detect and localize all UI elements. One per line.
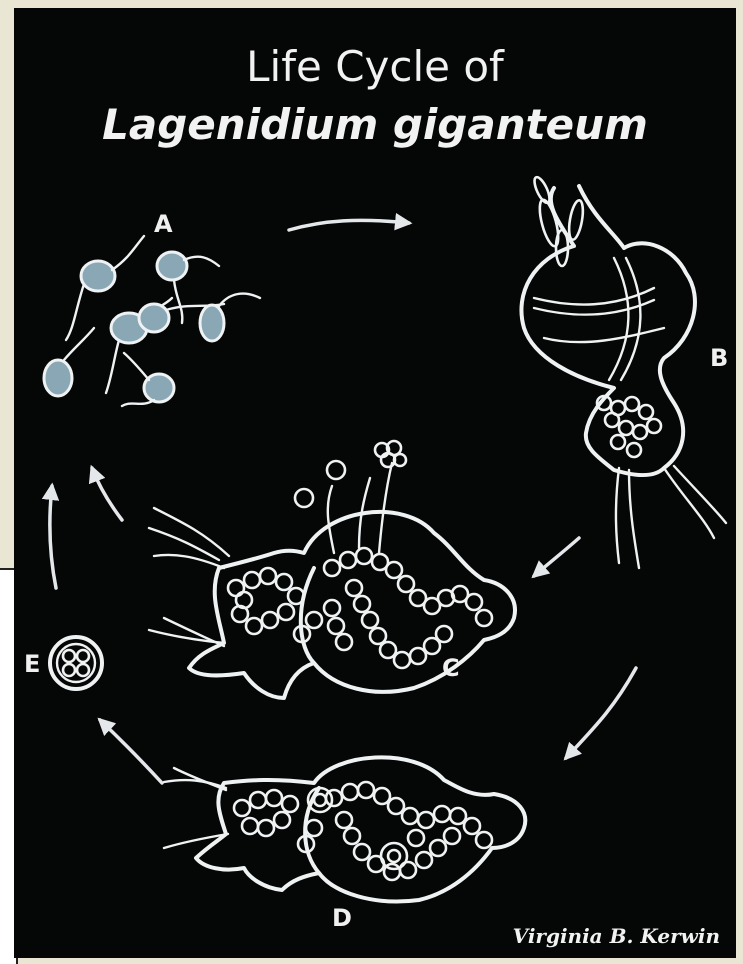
stage-a-label: A <box>154 210 173 238</box>
arrow-d-to-e <box>100 720 162 783</box>
stage-d-label: D <box>332 904 352 932</box>
zoospore <box>157 252 187 280</box>
stage-d-oospore-beads <box>234 782 492 880</box>
zoospore <box>200 305 224 341</box>
stage-c-label: C <box>442 654 460 682</box>
zoospore <box>44 360 72 396</box>
arrow-b-to-c <box>534 538 579 576</box>
stage-b-infected-larva: B <box>521 175 728 568</box>
zoospore <box>81 261 115 291</box>
stage-e-label: E <box>24 650 40 678</box>
stage-b-label: B <box>710 344 728 372</box>
stage-b-sporangia-beads <box>597 396 661 457</box>
artist-credit: Virginia B. Kerwin <box>513 924 720 948</box>
arrow-e-to-a-left <box>50 486 56 588</box>
cycle-arrows <box>50 220 636 783</box>
arrow-e-to-a-right <box>92 468 122 520</box>
zoospore <box>139 304 169 332</box>
stage-e-oospore: E <box>24 637 102 689</box>
arrow-a-to-b <box>289 220 409 230</box>
stage-c-sporangia-beads <box>228 548 492 668</box>
arrow-c-to-d <box>566 668 636 758</box>
stage-c-sporulating-larva: C <box>149 441 515 698</box>
life-cycle-diagram: A B <box>14 8 736 958</box>
stage-d-larva-with-oospores: D <box>164 757 525 932</box>
stage-a-zoospores: A <box>44 210 260 406</box>
life-cycle-slide: Life Cycle of Lagenidium giganteum <box>14 8 736 958</box>
